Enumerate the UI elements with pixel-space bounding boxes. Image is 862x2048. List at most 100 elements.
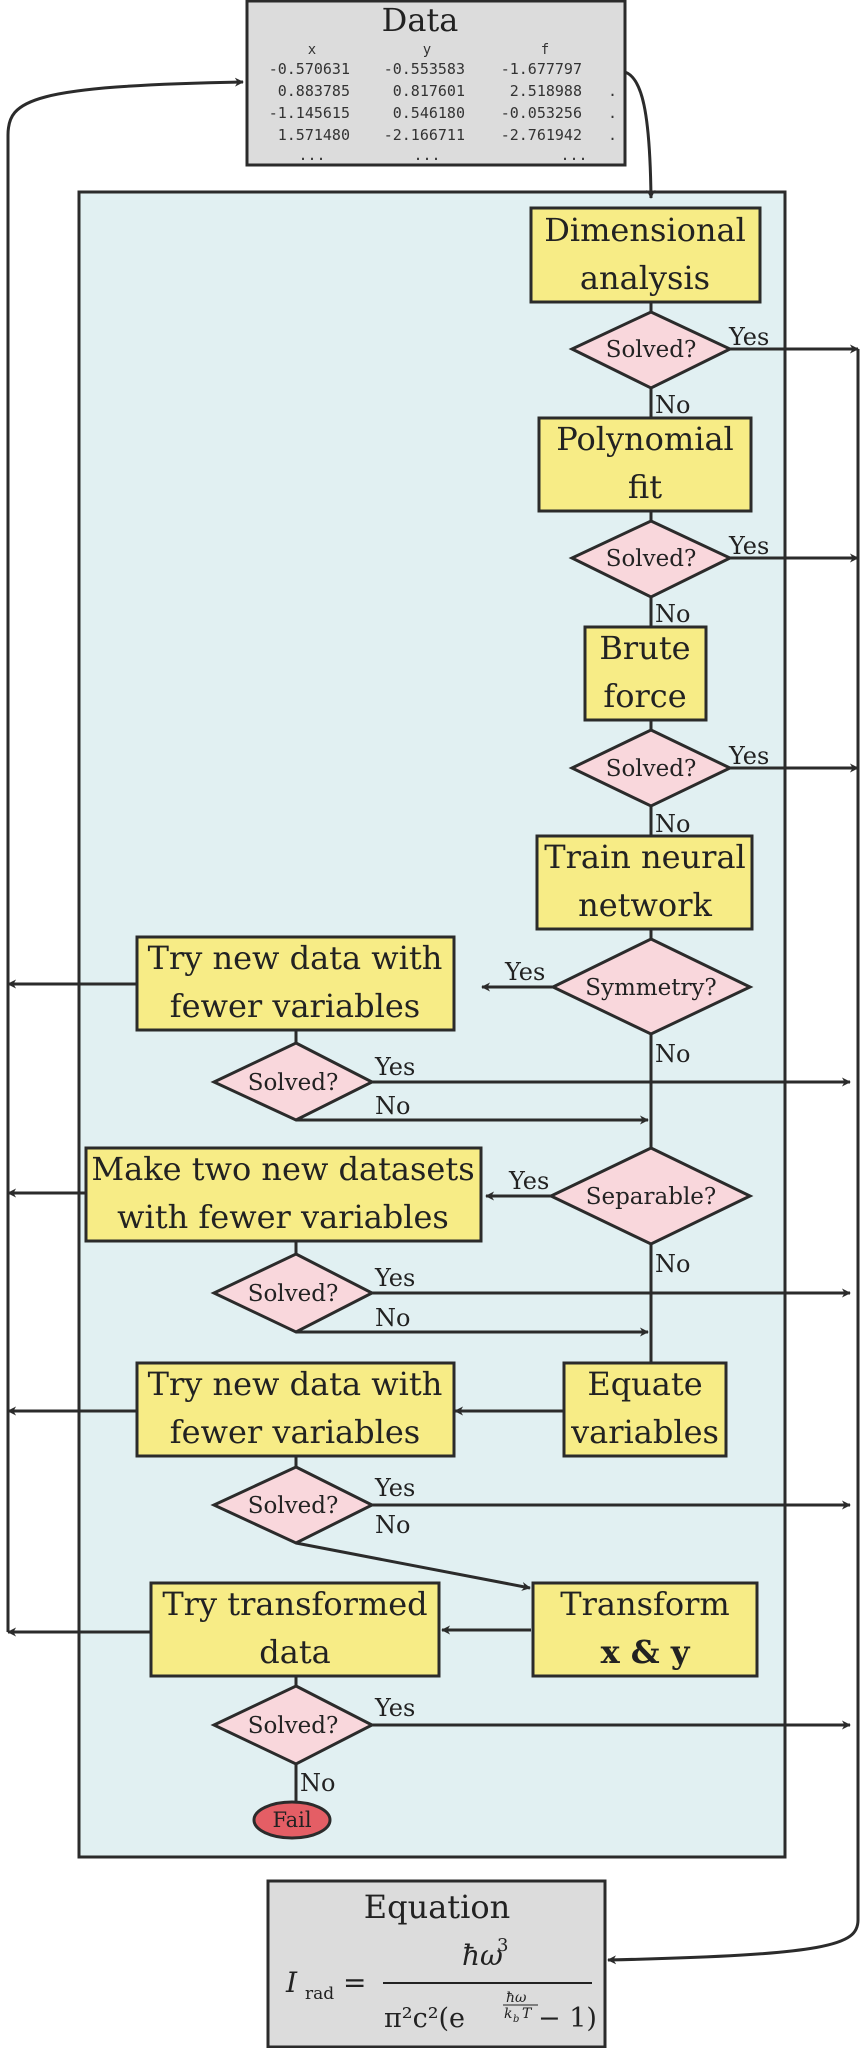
data-ellipsis: ...: [298, 146, 325, 164]
data-box: Data x y f -0.570631 -0.553583 -1.677797…: [245, 0, 627, 167]
data-cell: -0.053256: [501, 104, 582, 122]
decision-solved-3: Solved?: [568, 728, 734, 808]
step-try-new-data-2: Try new data with fewer variables: [135, 1361, 456, 1458]
data-ellipsis: ...: [413, 146, 440, 164]
decision-label: Solved?: [248, 1070, 339, 1096]
equation-box: Equation I rad = ħω 3 π²c²(e ħω k b T − …: [266, 1879, 607, 2048]
yes-label: Yes: [728, 532, 769, 560]
yes-label: Yes: [374, 1264, 415, 1292]
data-cell: 0.883785: [278, 82, 350, 100]
decision-label: Solved?: [248, 1281, 339, 1307]
step-label: Try new data with: [148, 939, 443, 977]
data-cell: -1.145615: [269, 104, 350, 122]
data-cell: -2.761942: [501, 126, 582, 144]
equation-denominator-prefix: π²c²(e: [384, 2003, 465, 2034]
step-try-new-data-1: Try new data with fewer variables: [135, 935, 456, 1032]
equation-exp-denominator-sub: b: [513, 2014, 519, 2025]
decision-solved-4: Solved?: [210, 1041, 376, 1122]
data-cell: -0.553583: [384, 60, 465, 78]
equation-title: Equation: [364, 1888, 511, 1926]
fail-label: Fail: [272, 1808, 311, 1832]
step-label: Try new data with: [148, 1365, 443, 1403]
step-make-two-datasets: Make two new datasets with fewer variabl…: [84, 1146, 483, 1243]
data-cell: 2.518988: [510, 82, 582, 100]
decision-label: Separable?: [586, 1184, 717, 1210]
step-label: with fewer variables: [117, 1198, 449, 1236]
step-label: x & y: [601, 1633, 691, 1671]
equation-lhs-sub: rad: [305, 1984, 334, 2004]
step-label: Make two new datasets: [91, 1150, 474, 1188]
step-label: variables: [570, 1413, 719, 1451]
data-cell: -0.570631: [269, 60, 350, 78]
step-label: Dimensional: [544, 211, 746, 249]
data-cell: 0.546180: [393, 104, 465, 122]
step-label: fit: [628, 468, 662, 506]
decision-solved-6: Solved?: [210, 1465, 376, 1545]
data-row-dot: .: [608, 82, 617, 100]
step-label: Brute: [599, 629, 690, 667]
yes-label: Yes: [374, 1474, 415, 1502]
step-label: analysis: [580, 259, 710, 297]
yes-label: Yes: [728, 323, 769, 351]
step-label: force: [603, 677, 686, 715]
step-equate-variables: Equate variables: [562, 1361, 728, 1458]
yes-label: Yes: [374, 1053, 415, 1081]
decision-label: Solved?: [248, 1713, 339, 1739]
yes-label: Yes: [504, 958, 545, 986]
data-title: Data: [382, 1, 459, 39]
step-label: network: [578, 886, 712, 924]
decision-solved-7: Solved?: [210, 1684, 376, 1766]
step-try-transformed-data: Try transformed data: [149, 1581, 441, 1678]
step-transform-xy: Transform x & y: [531, 1581, 759, 1678]
no-label: No: [655, 391, 690, 419]
data-row-dot: .: [608, 126, 617, 144]
decision-label: Solved?: [606, 337, 697, 363]
connectors: [6, 70, 860, 1965]
decision-label: Solved?: [248, 1493, 339, 1519]
decision-label: Solved?: [606, 756, 697, 782]
yes-label: Yes: [374, 1694, 415, 1722]
step-label: fewer variables: [170, 987, 420, 1025]
step-polynomial-fit: Polynomial fit: [537, 416, 753, 513]
step-label: Equate: [587, 1365, 702, 1403]
no-label: No: [375, 1511, 410, 1539]
equation-numerator-sup: 3: [497, 1935, 508, 1956]
data-header-y: y: [423, 42, 431, 58]
no-label: No: [300, 1769, 335, 1797]
decision-solved-2: Solved?: [568, 519, 734, 599]
decision-label: Solved?: [606, 546, 697, 572]
step-label: fewer variables: [170, 1413, 420, 1451]
equation-denominator-suffix: − 1): [538, 2003, 597, 2034]
data-cell: -2.166711: [384, 126, 465, 144]
step-label: Polynomial: [556, 420, 734, 458]
decision-label: Symmetry?: [585, 975, 717, 1001]
step-label: Transform: [560, 1585, 730, 1623]
yes-label: Yes: [728, 742, 769, 770]
no-label: No: [655, 1040, 690, 1068]
equation-exp-denominator: k: [504, 2006, 512, 2022]
decision-solved-5: Solved?: [210, 1252, 376, 1334]
decision-solved-1: Solved?: [568, 310, 734, 390]
decision-separable: Separable?: [547, 1146, 754, 1246]
step-label: Try transformed: [162, 1585, 427, 1623]
equation-exp-numerator: ħω: [506, 1990, 527, 2006]
data-header-x: x: [308, 42, 316, 58]
equation-numerator: ħω: [462, 1939, 503, 1972]
data-row-dot: .: [608, 104, 617, 122]
step-train-neural-network: Train neural network: [535, 834, 754, 931]
no-label: No: [655, 600, 690, 628]
no-label: No: [375, 1092, 410, 1120]
step-dimensional-analysis: Dimensional analysis: [529, 206, 762, 304]
step-brute-force: Brute force: [583, 625, 708, 722]
data-header-f: f: [541, 42, 549, 58]
no-label: No: [375, 1304, 410, 1332]
data-cell: 1.571480: [278, 126, 350, 144]
data-cell: -1.677797: [501, 60, 582, 78]
step-label: Train neural: [544, 838, 746, 876]
no-label: No: [655, 1250, 690, 1278]
equation-lhs: I: [285, 1966, 298, 1999]
step-label: data: [259, 1633, 331, 1671]
branch-labels: Yes No Yes No Yes No Yes No Yes No Yes N…: [300, 323, 769, 1797]
decision-symmetry: Symmetry?: [549, 937, 754, 1036]
